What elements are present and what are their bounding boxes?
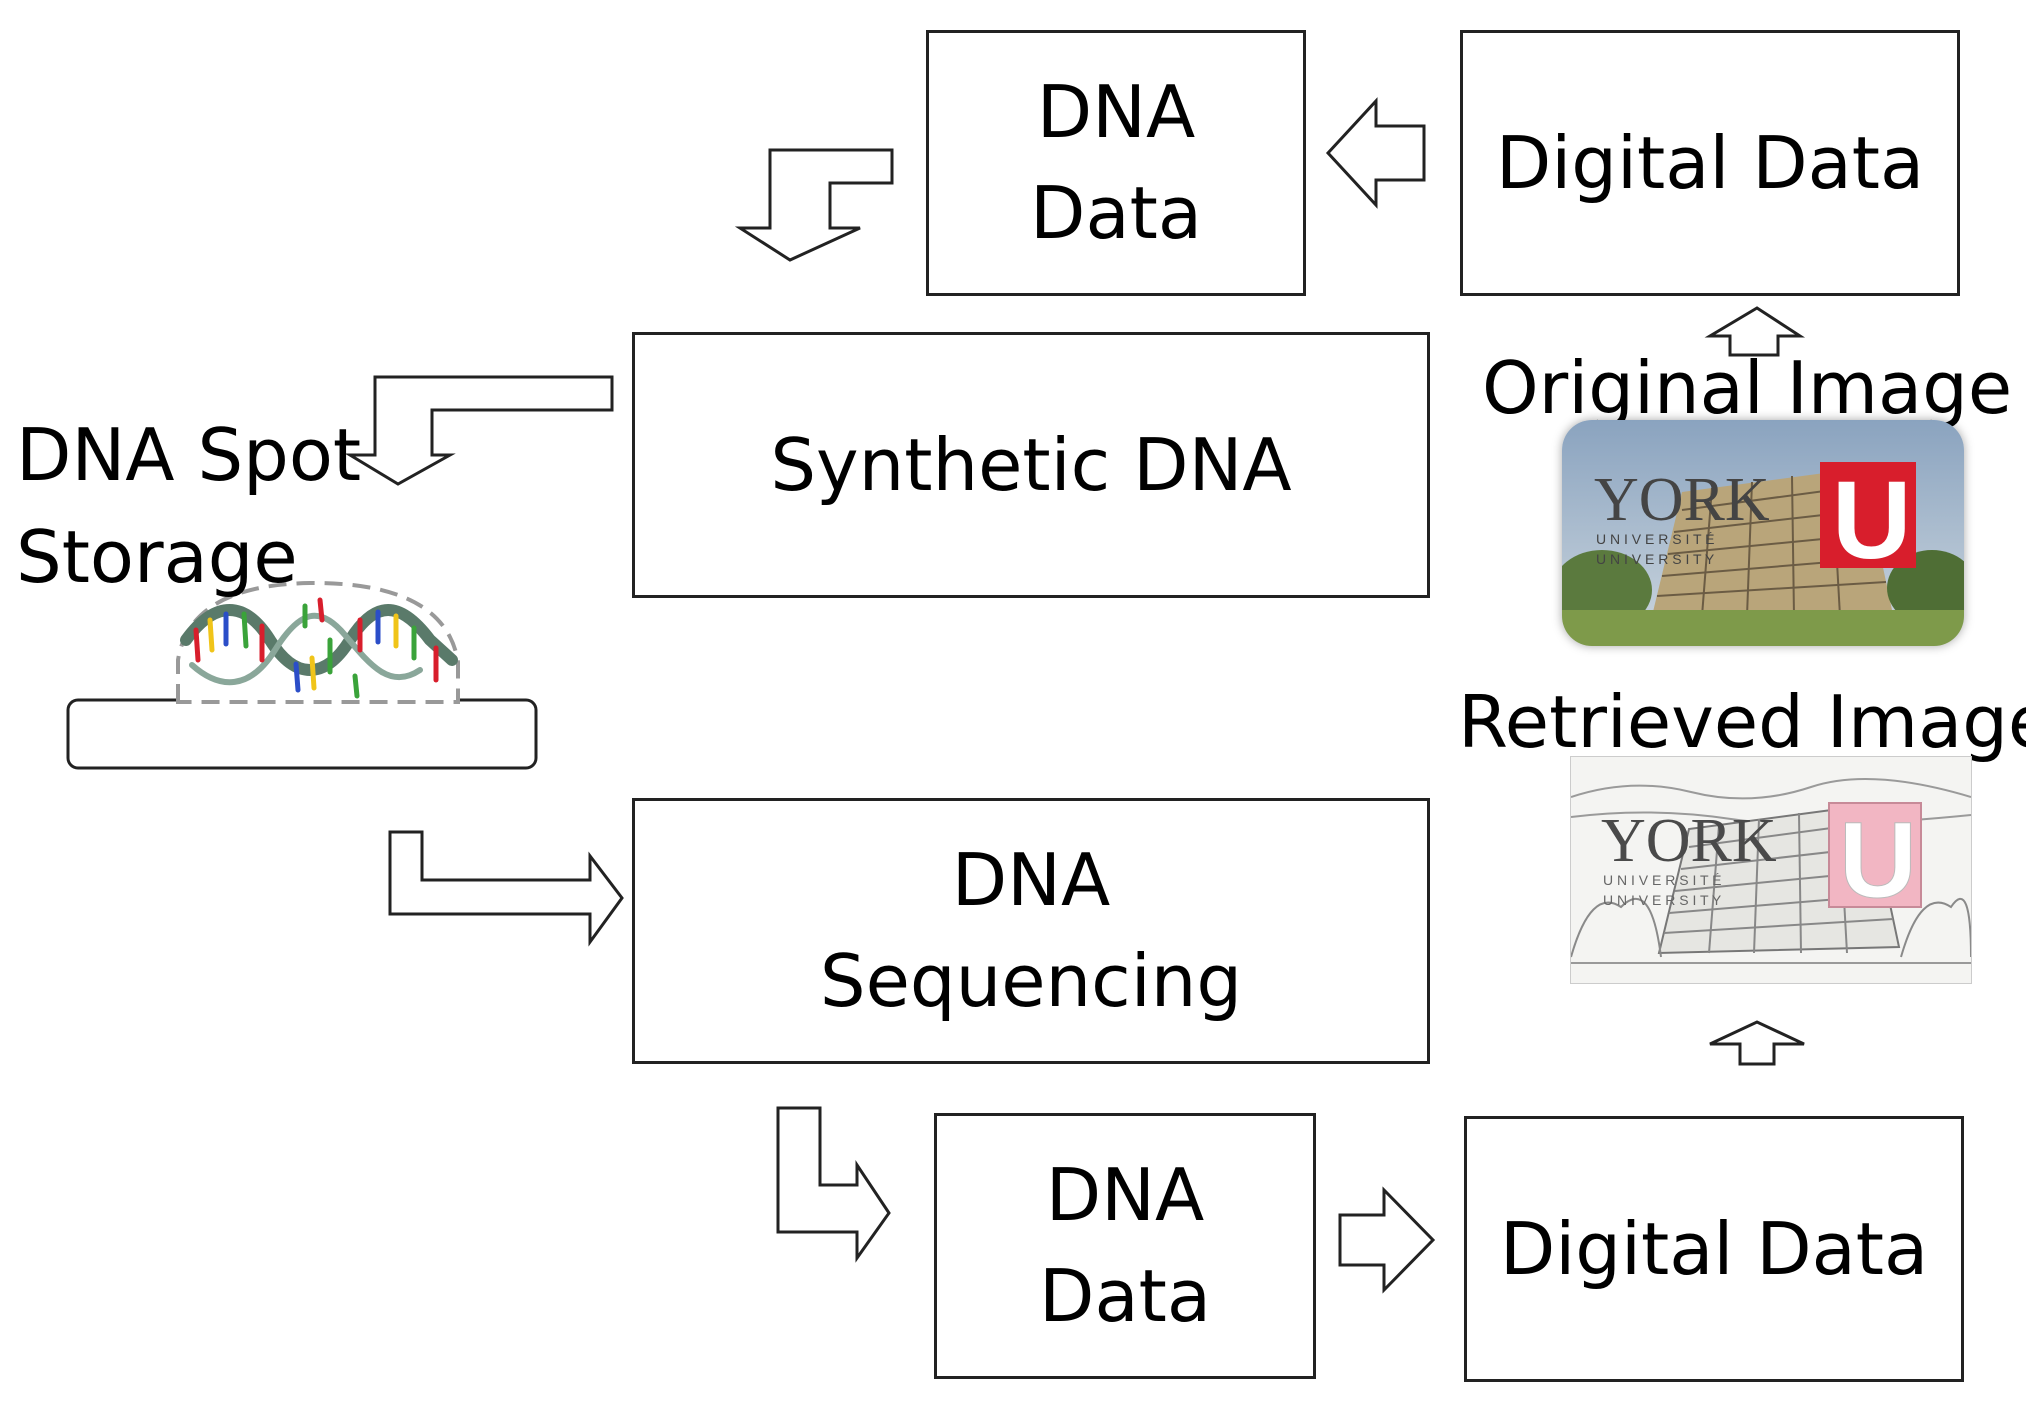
dna-spot-storage-line-1: DNA Spot <box>16 413 362 497</box>
retrieved-logo-sub-1: U N I V E R S I T É <box>1603 872 1722 888</box>
arrow-up-digital-to-retrieved <box>1709 1020 1805 1066</box>
digital-data-box-bottom: Digital Data <box>1464 1116 1964 1382</box>
arrow-elbow-synthetic-to-storage <box>344 375 614 486</box>
dna-data-box-bottom: DNA Data <box>934 1113 1316 1379</box>
retrieved-logo-mark-letter: U <box>1839 799 1917 920</box>
original-logo-mark <box>1820 462 1916 568</box>
retrieved-logo-sub-2: U N I V E R S I T Y <box>1603 892 1722 908</box>
dna-data-box-top: DNA Data <box>926 30 1306 296</box>
dna-data-top-line-1: DNA <box>1036 70 1196 155</box>
arrow-elbow-sequencing-to-dna <box>776 1106 891 1263</box>
original-logo-sub-1: U N I V E R S I T É <box>1596 531 1715 547</box>
arrow-right-dna-to-digital <box>1338 1186 1436 1294</box>
arrow-left-digital-to-dna <box>1325 97 1426 209</box>
dna-sequencing-line-2: Sequencing <box>819 939 1243 1023</box>
dna-sequencing-box: DNA Sequencing <box>632 798 1430 1064</box>
original-logo-sub-2: U N I V E R S I T Y <box>1596 551 1715 567</box>
dna-spot-storage-label: DNA Spot Storage <box>16 404 361 608</box>
digital-data-top-label: Digital Data <box>1495 120 1925 205</box>
arrow-elbow-dna-to-synthetic <box>734 148 894 262</box>
original-image: YORK U N I V E R S I T É U N I V E R S I… <box>1562 420 1964 646</box>
arrow-elbow-storage-to-sequencing <box>388 830 624 947</box>
digital-data-box-top: Digital Data <box>1460 30 1960 296</box>
dna-sequencing-line-1: DNA <box>951 838 1111 923</box>
dna-data-top-line-2: Data <box>1030 171 1202 255</box>
digital-data-bottom-label: Digital Data <box>1499 1206 1929 1291</box>
retrieved-image: YORK U N I V E R S I T É U N I V E R S I… <box>1570 756 1972 984</box>
original-image-label: Original Image <box>1482 346 2013 430</box>
retrieved-image-label: Retrieved Image <box>1458 680 2026 764</box>
original-logo-mark-letter: U <box>1832 459 1911 582</box>
synthetic-dna-label: Synthetic DNA <box>770 422 1292 507</box>
retrieved-logo-mark <box>1828 802 1922 908</box>
dna-data-bottom-line-1: DNA <box>1045 1153 1205 1238</box>
dna-data-bottom-line-2: Data <box>1039 1254 1211 1338</box>
dna-helix-strand-b <box>189 612 423 686</box>
storage-slide <box>66 698 538 770</box>
dna-spot-storage-line-2: Storage <box>16 515 298 600</box>
dna-spot-storage-illustration <box>66 580 538 770</box>
arrow-up-original-to-digital <box>1704 306 1806 357</box>
original-logo-text: YORK <box>1594 466 1770 534</box>
retrieved-logo-text: YORK <box>1601 807 1777 875</box>
synthetic-dna-box: Synthetic DNA <box>632 332 1430 598</box>
